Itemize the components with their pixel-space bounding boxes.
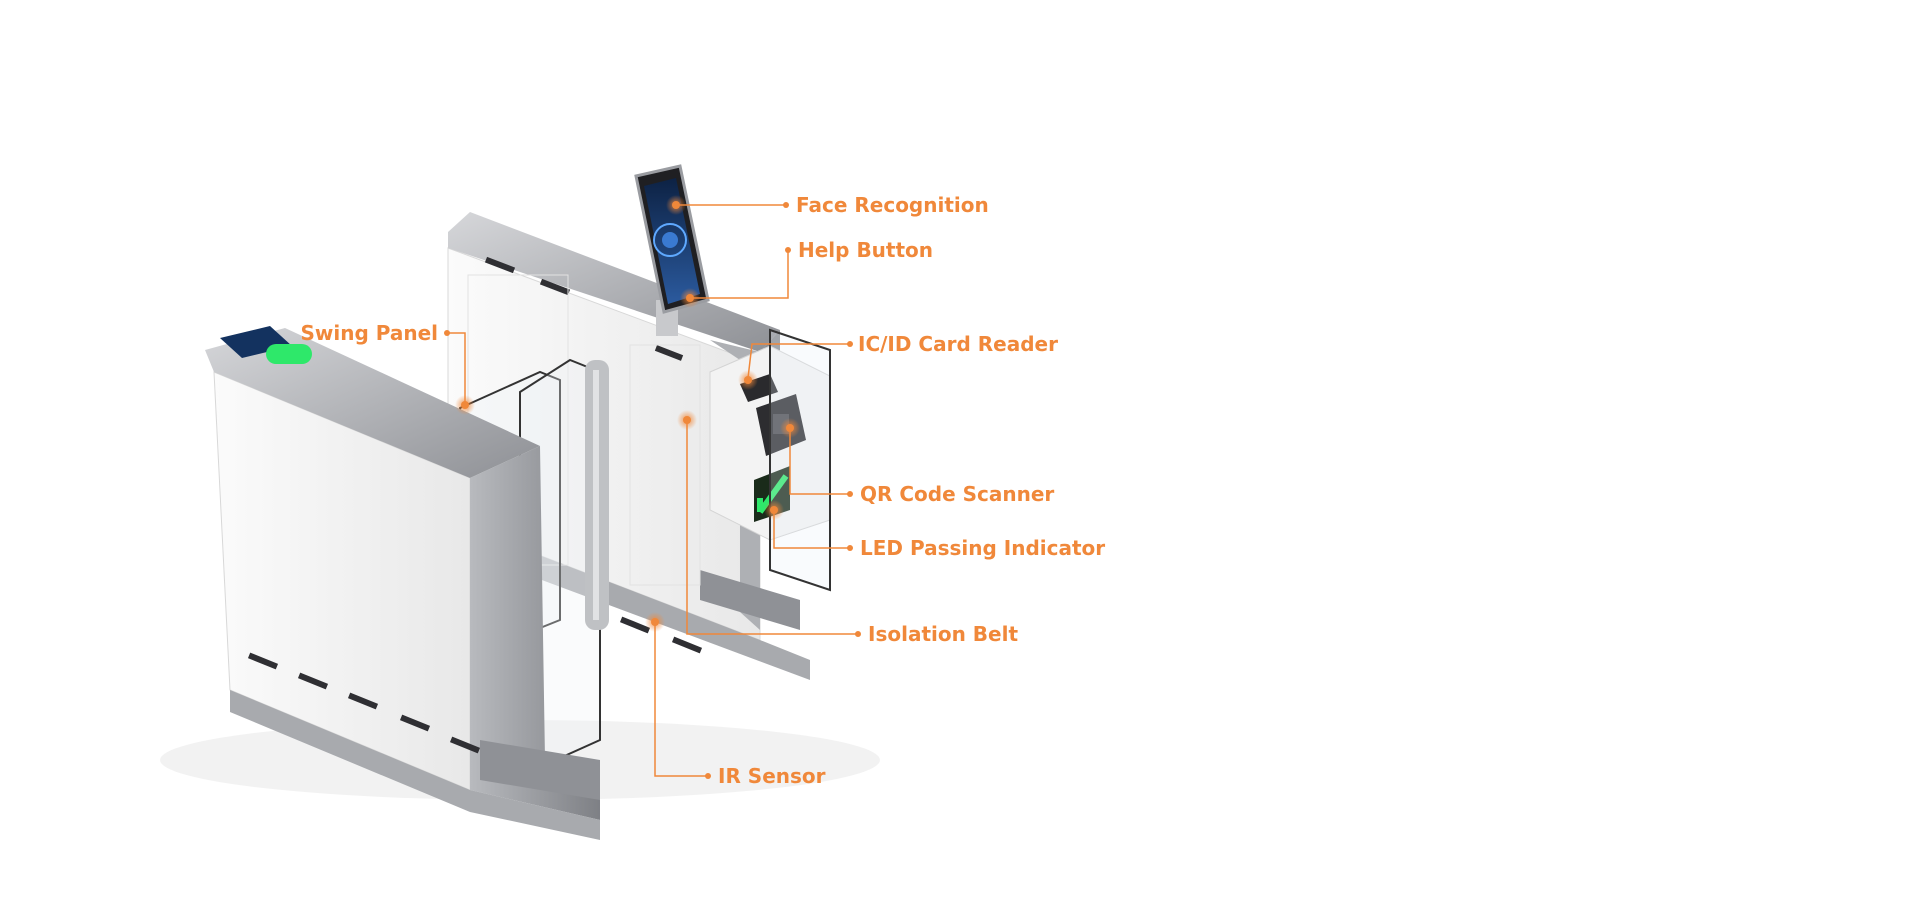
label-ir-sensor: IR Sensor — [718, 764, 826, 788]
label-swing-panel: Swing Panel — [300, 321, 438, 345]
leader-isolation-belt — [686, 420, 858, 635]
callout-lines — [447, 204, 858, 777]
label-qr-code-scanner: QR Code Scanner — [860, 482, 1054, 506]
leader-qr-code-scanner — [789, 428, 850, 495]
callout-hotspots — [444, 195, 861, 779]
label-led-passing-indicator: LED Passing Indicator — [860, 536, 1105, 560]
leader-swing-panel — [447, 332, 466, 405]
face-recognition-terminal — [634, 164, 710, 336]
leader-help-button — [690, 250, 789, 299]
label-help-button: Help Button — [798, 238, 933, 262]
label-face-recognition: Face Recognition — [796, 193, 989, 217]
leader-ic-id-card-reader — [747, 343, 850, 379]
reader-module — [709, 328, 831, 592]
label-isolation-belt: Isolation Belt — [868, 622, 1018, 646]
front-cabinet — [205, 326, 703, 840]
callout-labels: Face Recognition Help Button Swing Panel… — [300, 193, 1105, 788]
label-ic-id-card-reader: IC/ID Card Reader — [858, 332, 1058, 356]
leader-ir-sensor — [654, 622, 708, 777]
leader-led-passing-indicator — [773, 510, 850, 549]
